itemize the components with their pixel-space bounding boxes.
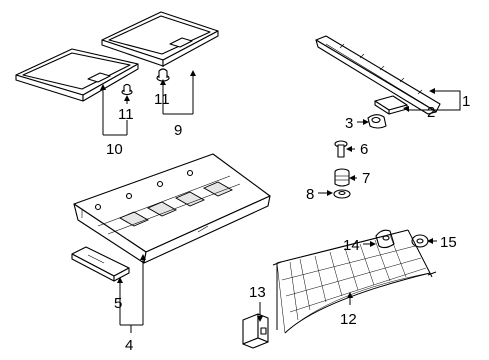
- callout-3: 3: [345, 115, 353, 132]
- pin-part-6: [334, 140, 348, 158]
- washer-part-8: [333, 189, 351, 199]
- callout-11-left: 11: [118, 106, 134, 123]
- callout-15: 15: [440, 234, 457, 251]
- callout-10: 10: [106, 141, 123, 158]
- callout-14: 14: [343, 237, 360, 254]
- callout-4: 4: [125, 337, 133, 354]
- cargo-net: [272, 229, 437, 334]
- callout-8: 8: [306, 186, 314, 203]
- leader-lines: [100, 70, 461, 333]
- floor-panel-right: [101, 11, 219, 67]
- callout-5: 5: [114, 295, 122, 312]
- bracket-part-5: [71, 246, 130, 282]
- clip-11-left: [121, 83, 133, 96]
- storage-tray: [73, 153, 271, 264]
- cap-part-3: [367, 114, 387, 129]
- callout-6: 6: [360, 141, 368, 158]
- bracket-part-2: [374, 95, 408, 115]
- upper-trim-rail: [315, 35, 441, 115]
- callout-12: 12: [340, 311, 357, 328]
- grommet-part-15: [411, 234, 429, 248]
- callout-1: 1: [462, 93, 470, 110]
- hook-part-13: [242, 313, 269, 349]
- bumper-part-7: [334, 168, 350, 187]
- callout-7: 7: [362, 170, 370, 187]
- callout-13: 13: [249, 284, 266, 301]
- callout-labels: 1 2 3 6 7 8 14 15 9 10 11 11 5 4 13 12: [106, 91, 470, 354]
- callout-11-right: 11: [154, 91, 170, 108]
- callout-2: 2: [427, 104, 435, 121]
- floor-panel-left: [15, 48, 139, 102]
- clip-11-right: [156, 64, 170, 82]
- callout-9: 9: [174, 122, 182, 139]
